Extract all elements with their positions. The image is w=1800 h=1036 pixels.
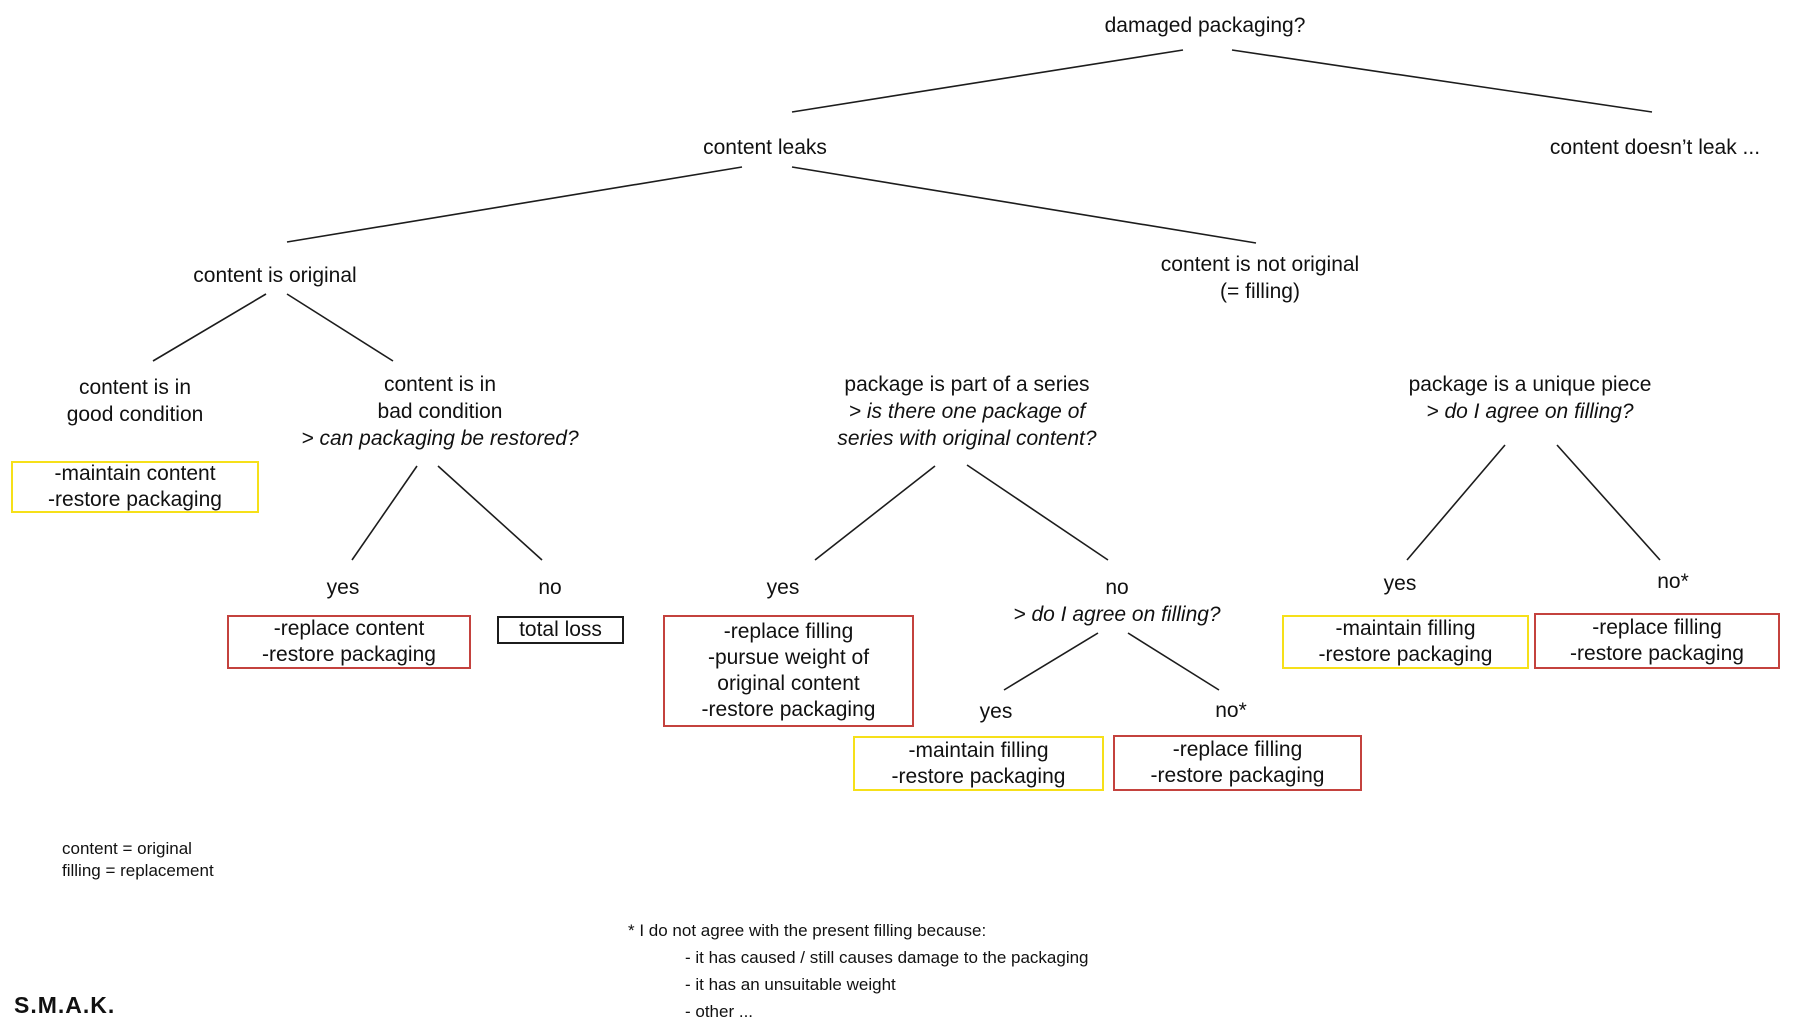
label-bad-condition-no-text: no: [538, 576, 562, 599]
outcome-box-replace-filling-mid-line2: -restore packaging: [1150, 764, 1325, 787]
node-package-series-question2: series with original content?: [837, 427, 1097, 450]
footnote-item-3: - other ...: [685, 1002, 754, 1021]
edge-leaks-to-not-original: [791, 166, 1257, 244]
node-bad-condition-line1: content is in: [383, 373, 497, 396]
legend-line-content: content = original: [62, 839, 192, 858]
node-damaged-packaging: damaged packaging?: [1105, 12, 1306, 39]
footnote: * I do not agree with the present fillin…: [628, 921, 1089, 1021]
outcome-box-maintain-content: -maintain content -restore packaging: [11, 461, 259, 513]
outcome-box-maintain-content-line2: -restore packaging: [48, 488, 222, 511]
edge-bad-condition-to-yes: [351, 465, 418, 561]
node-content-is-original: content is original: [193, 262, 356, 289]
label-bad-condition-yes: yes: [327, 574, 360, 601]
outcome-box-replace-filling-unique: -replace filling -restore packaging: [1534, 613, 1780, 669]
node-package-unique-label: package is a unique piece: [1408, 373, 1652, 396]
outcome-box-replace-content-line2: -restore packaging: [262, 643, 436, 666]
node-content-leaks-label: content leaks: [703, 136, 827, 159]
outcome-box-maintain-filling-unique-line2: -restore packaging: [1318, 643, 1493, 666]
label-series-no-yes: yes: [980, 698, 1013, 725]
label-unique-yes: yes: [1384, 570, 1417, 597]
edge-root-to-content-doesnt-leak: [1231, 49, 1653, 113]
smak-logo: S.M.A.K.: [14, 992, 116, 1018]
node-content-doesnt-leak: content doesn’t leak ...: [1550, 134, 1760, 161]
edge-root-to-content-leaks: [791, 49, 1184, 113]
outcome-box-maintain-filling-unique: -maintain filling -restore packaging: [1282, 615, 1529, 669]
node-bad-condition-question: > can packaging be restored?: [301, 427, 579, 450]
outcome-box-replace-content: -replace content -restore packaging: [227, 615, 471, 669]
edge-original-to-bad-condition: [286, 293, 394, 362]
outcome-box-maintain-filling-unique-line1: -maintain filling: [1335, 617, 1476, 640]
node-series-no-question: > do I agree on filling?: [1013, 603, 1221, 626]
label-series-no-no-star: no*: [1215, 697, 1247, 724]
label-bad-condition-yes-text: yes: [326, 576, 360, 599]
label-unique-yes-text: yes: [1383, 572, 1417, 595]
outcome-box-replace-filling-unique-line1: -replace filling: [1592, 616, 1722, 639]
edge-series-to-no: [966, 464, 1109, 561]
legend-line-filling: filling = replacement: [62, 861, 214, 880]
footnote-item-1: - it has caused / still causes damage to…: [685, 948, 1089, 967]
outcome-box-total-loss: total loss: [497, 616, 624, 644]
label-series-yes: yes: [767, 574, 800, 601]
node-good-condition: content is in good condition: [67, 374, 204, 428]
outcome-box-maintain-content-line1: -maintain content: [54, 462, 216, 485]
label-unique-no-star-text: no*: [1657, 570, 1689, 593]
label-unique-no-star: no*: [1657, 568, 1689, 595]
outcome-box-replace-filling-series-line3: original content: [717, 672, 860, 695]
outcome-box-maintain-filling-mid-line2: -restore packaging: [891, 764, 1066, 788]
edge-series-to-yes: [814, 465, 936, 561]
edge-series-no-to-yes: [1003, 632, 1099, 691]
edge-unique-to-yes: [1406, 444, 1506, 561]
node-series-no: no > do I agree on filling?: [1013, 574, 1220, 628]
legend: content = original filling = replacement: [62, 838, 214, 882]
edge-leaks-to-original: [286, 166, 743, 243]
footnote-title: * I do not agree with the present fillin…: [628, 921, 987, 940]
node-content-leaks: content leaks: [703, 134, 827, 161]
outcome-box-maintain-filling-mid: -maintain filling -restore packaging: [853, 736, 1104, 791]
outcome-box-replace-filling-mid: -replace filling -restore packaging: [1113, 735, 1362, 791]
outcome-box-maintain-filling-mid-line1: -maintain filling: [908, 738, 1049, 762]
node-package-series: package is part of a series > is there o…: [837, 371, 1096, 452]
label-series-no-no-star-text: no*: [1215, 699, 1247, 722]
node-series-no-label: no: [1105, 576, 1129, 599]
edge-original-to-good-condition: [152, 293, 267, 362]
node-content-is-original-label: content is original: [193, 264, 357, 287]
outcome-box-replace-filling-series-line2: -pursue weight of: [707, 646, 870, 669]
outcome-box-replace-filling-series-line4: -restore packaging: [701, 698, 876, 721]
node-content-not-original-line1: content is not original: [1160, 253, 1360, 276]
node-content-not-original-line2: (= filling): [1220, 280, 1300, 303]
node-bad-condition: content is in bad condition > can packag…: [301, 371, 578, 452]
node-package-unique-question: > do I agree on filling?: [1426, 400, 1634, 423]
label-series-no-yes-text: yes: [979, 700, 1013, 723]
node-package-series-question1: > is there one package of: [848, 400, 1086, 423]
outcome-box-total-loss-line1: total loss: [519, 618, 602, 641]
label-series-yes-text: yes: [766, 576, 800, 599]
node-good-condition-line2: good condition: [66, 403, 204, 426]
edge-series-no-to-no-star: [1127, 632, 1220, 691]
edge-unique-to-no-star: [1556, 444, 1661, 561]
node-package-series-label: package is part of a series: [844, 373, 1090, 396]
node-content-doesnt-leak-label: content doesn’t leak ...: [1549, 136, 1761, 159]
node-damaged-packaging-label: damaged packaging?: [1104, 14, 1306, 37]
node-content-not-original: content is not original (= filling): [1161, 251, 1359, 305]
outcome-box-replace-filling-series-line1: -replace filling: [723, 620, 854, 643]
outcome-box-replace-content-line1: -replace content: [273, 617, 425, 640]
node-good-condition-line1: content is in: [78, 376, 192, 399]
node-bad-condition-line2: bad condition: [377, 400, 503, 423]
outcome-box-replace-filling-mid-line1: -replace filling: [1172, 738, 1303, 761]
node-package-unique: package is a unique piece > do I agree o…: [1409, 371, 1652, 425]
outcome-box-replace-filling-unique-line2: -restore packaging: [1570, 642, 1744, 665]
edge-bad-condition-to-no: [437, 465, 543, 561]
outcome-box-replace-filling-series: -replace filling -pursue weight of origi…: [663, 615, 914, 727]
footnote-item-2: - it has an unsuitable weight: [685, 975, 896, 994]
label-bad-condition-no: no: [538, 574, 561, 601]
